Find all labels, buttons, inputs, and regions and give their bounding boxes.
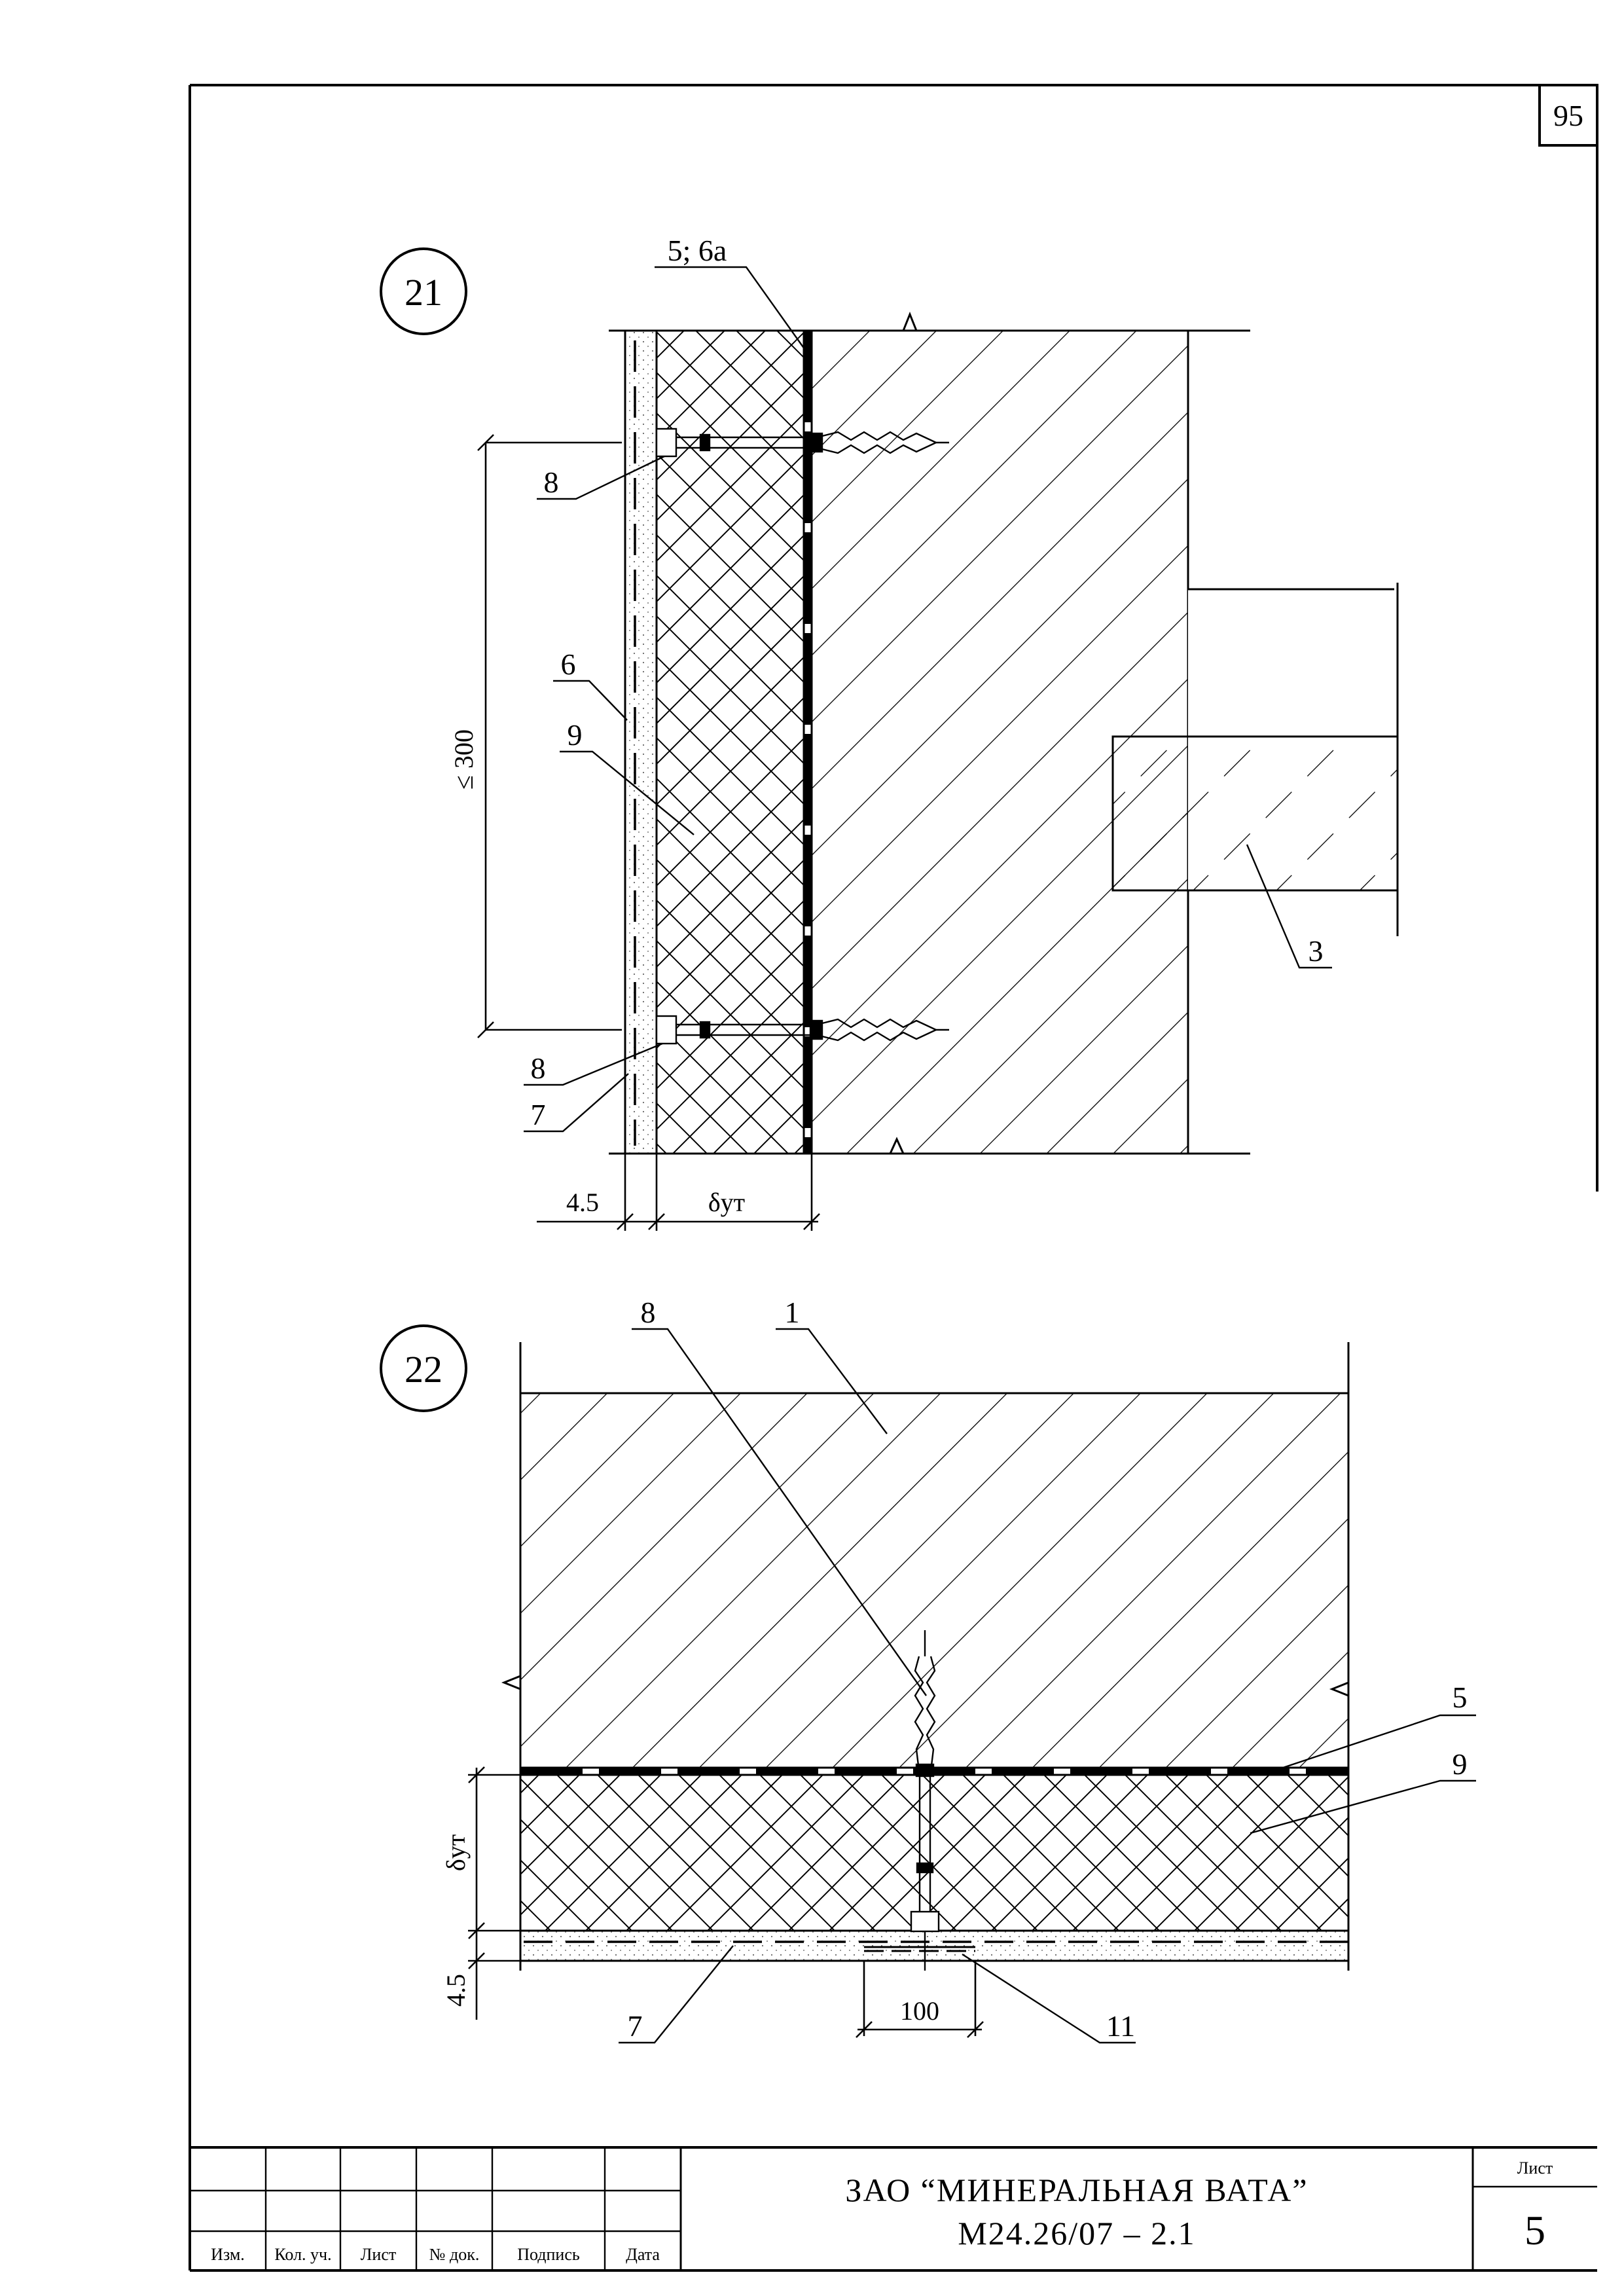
ceiling-slab (519, 1392, 1350, 1769)
dimension-plaster-22-value: 4.5 (441, 1974, 471, 2007)
dimension-spacing (477, 434, 622, 1038)
sheet-frame (189, 84, 1598, 2270)
anchor-top (655, 428, 949, 458)
sheet-label: Лист (1517, 2159, 1553, 2178)
detail-22: 22 (380, 1296, 1476, 2044)
callout-5-6a: 5; 6а (668, 234, 727, 267)
detail-21-marker (380, 247, 467, 335)
dimension-overlap-value: 100 (900, 1996, 939, 2026)
insulation-layer-22 (519, 1774, 1350, 1932)
callout-5-22: 5 (1453, 1681, 1468, 1714)
break-line-top (609, 311, 1250, 332)
tb-col-change: Изм. (211, 2245, 245, 2264)
leaders-22 (619, 1328, 1476, 2044)
callout-7: 7 (531, 1098, 546, 1131)
dimension-spacing-value: ≤ 300 (449, 729, 478, 790)
dimension-insulation-value: δут (708, 1188, 745, 1217)
anchor-bottom (655, 1015, 949, 1045)
callout-8-top: 8 (544, 465, 559, 499)
dimension-plaster-value: 4.5 (566, 1188, 599, 1217)
dimension-overlap (856, 1961, 984, 2038)
detail-22-marker (380, 1324, 467, 1412)
tb-col-doc-number: № док. (429, 2245, 480, 2264)
floor-slab (1111, 735, 1399, 892)
plaster-layer (624, 329, 658, 1155)
anchor-ceiling (910, 1630, 940, 1971)
document-code: М24.26/07 – 2.1 (958, 2215, 1195, 2251)
callout-9: 9 (568, 718, 583, 752)
callout-9-22: 9 (1453, 1747, 1468, 1781)
callout-8-22: 8 (641, 1296, 656, 1329)
leaders-21 (524, 266, 1332, 1133)
title-block (190, 2146, 1597, 2272)
dimension-thickness (537, 1154, 820, 1231)
callout-7-22: 7 (628, 2009, 643, 2043)
tb-col-sheet: Лист (361, 2245, 396, 2264)
sheet-number: 5 (1525, 2207, 1545, 2253)
callout-11: 11 (1106, 2009, 1135, 2043)
callout-8-bottom: 8 (531, 1051, 546, 1085)
insulation-layer (655, 329, 805, 1155)
break-line-left (501, 1342, 522, 1971)
detail-21-number: 21 (405, 271, 442, 314)
tb-col-signature: Подпись (517, 2245, 580, 2264)
tb-col-quantity: Кол. уч. (274, 2245, 331, 2264)
tb-col-date: Дата (626, 2245, 660, 2264)
page-number-box: 95 (1538, 84, 1598, 147)
dimension-thickness-22 (468, 1766, 520, 2020)
plaster-layer-22 (519, 1929, 1350, 1962)
detail-22-number: 22 (405, 1348, 442, 1391)
callout-6: 6 (561, 647, 576, 681)
callout-1: 1 (785, 1296, 800, 1329)
detail-21: 21 (380, 234, 1399, 1231)
company-name: ЗАО “МИНЕРАЛЬНАЯ ВАТА” (845, 2172, 1308, 2208)
page-number: 95 (1553, 99, 1583, 132)
dimension-insulation-22-value: δут (441, 1834, 471, 1871)
callout-3: 3 (1308, 934, 1324, 968)
